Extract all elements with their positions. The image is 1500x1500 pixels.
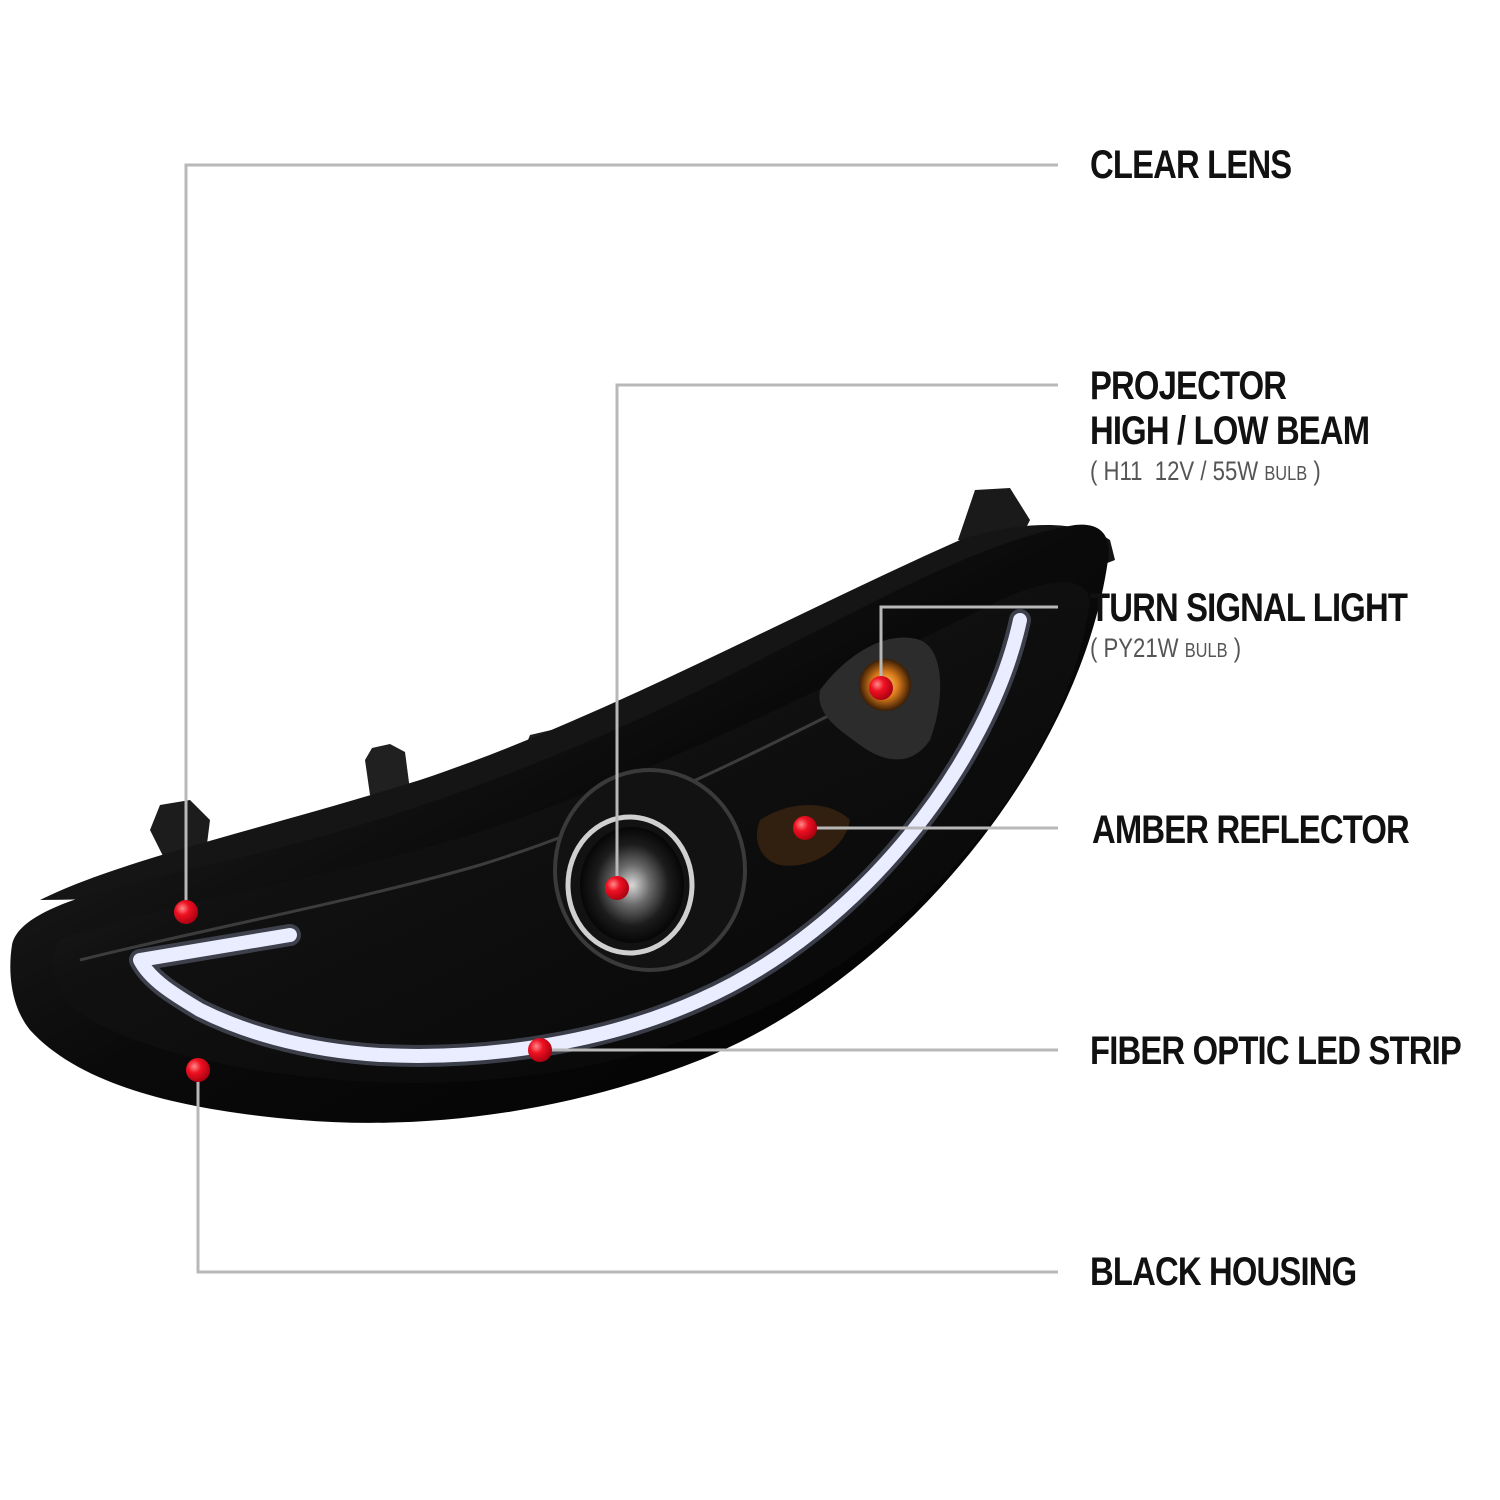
projector-label-line-1: PROJECTOR (1090, 364, 1287, 408)
leader-line-projector (615, 383, 1058, 888)
lens-highlight (79, 688, 881, 962)
callout-amber-reflector: AMBER REFLECTOR (1092, 808, 1478, 853)
mounting-tab-middle (365, 744, 410, 800)
marker-dot-fiber-optic (528, 1038, 552, 1062)
callout-turn-signal: TURN SIGNAL LIGHT ( PY21W BULB ) (1090, 586, 1477, 668)
projector-spec-open: ( H11 12V / 55W (1090, 456, 1265, 486)
leader-line-turn-signal (879, 605, 1058, 688)
projector-bulb-spec: ( H11 12V / 55W BULB ) (1090, 454, 1369, 491)
turn-signal-spec-close: ) (1227, 633, 1242, 663)
marker-dot-amber-reflector (793, 816, 817, 840)
clear-lens-label: CLEAR LENS (1090, 143, 1292, 187)
black-housing-label: BLACK HOUSING (1090, 1250, 1357, 1294)
marker-dots (174, 676, 893, 1082)
projector-ring (565, 814, 695, 956)
callout-clear-lens: CLEAR LENS (1090, 143, 1336, 188)
headlight-illustration (10, 488, 1115, 1123)
turn-signal-bulb-spec: ( PY21W BULB ) (1090, 631, 1407, 668)
marker-dot-turn-signal (869, 676, 893, 700)
fiber-optic-label: FIBER OPTIC LED STRIP (1090, 1029, 1462, 1073)
callout-fiber-optic: FIBER OPTIC LED STRIP (1090, 1029, 1500, 1074)
projector-spec-close: ) (1307, 456, 1321, 486)
turn-signal-spec-open: ( PY21W (1090, 633, 1185, 663)
marker-dot-clear-lens (174, 900, 198, 924)
projector-lens (580, 827, 684, 943)
callout-black-housing: BLACK HOUSING (1090, 1250, 1415, 1295)
projector-label-line-2: HIGH / LOW BEAM (1090, 409, 1370, 453)
mounting-tab-top (958, 488, 1030, 540)
turn-signal-spec-unit: BULB (1184, 640, 1228, 662)
marker-dot-projector (605, 876, 629, 900)
amber-reflector-label: AMBER REFLECTOR (1092, 808, 1410, 852)
callout-projector: PROJECTOR HIGH / LOW BEAM ( H11 12V / 55… (1090, 364, 1431, 491)
turn-signal-label: TURN SIGNAL LIGHT (1090, 586, 1408, 630)
leader-lines (184, 163, 1058, 1274)
projector-spec-unit: BULB (1264, 463, 1308, 485)
leader-line-black-housing (196, 1070, 1058, 1274)
marker-dot-black-housing (186, 1058, 210, 1082)
leader-line-clear-lens (184, 163, 1058, 912)
